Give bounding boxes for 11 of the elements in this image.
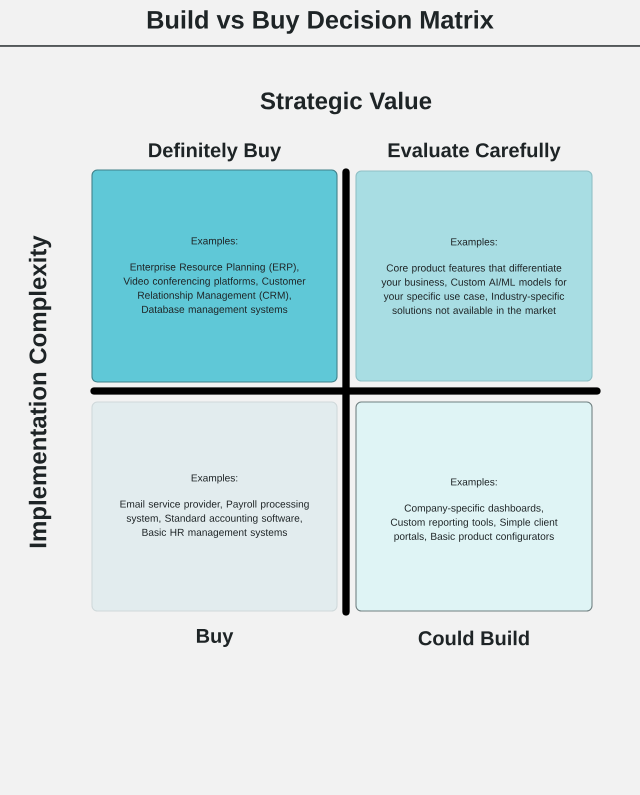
quadrant-heading: Definitely Buy	[149, 142, 282, 162]
quadrant-heading: Evaluate Carefully	[388, 142, 561, 162]
quadrant-box: Examples: Email service provider, Payroll processing system, Standard accounting software, Basic HR management systems	[91, 401, 338, 612]
quadrant-box: Examples: Core product features that differentiate your business, Custom AI/ML models for your specific use case, Industry-specific solutions not available in the market	[355, 170, 593, 382]
quadrant-box: Examples: Company-specific dashboards, Custom reporting tools, Simple client portals, Basic product configurators	[355, 401, 593, 612]
axis-title: Strategic Value	[260, 92, 432, 114]
quadrant-heading: Could Build	[418, 630, 529, 646]
quadrant-heading: Buy	[196, 629, 234, 647]
axis-title: Implementation Complexity	[28, 235, 52, 548]
title: Build vs Buy Decision Matrix	[148, 10, 494, 34]
quadrant-box: Examples: Enterprise Resource Planning (ERP), Video conferencing platforms, Customer Relationship Management (CRM), Database management systems	[91, 169, 338, 383]
